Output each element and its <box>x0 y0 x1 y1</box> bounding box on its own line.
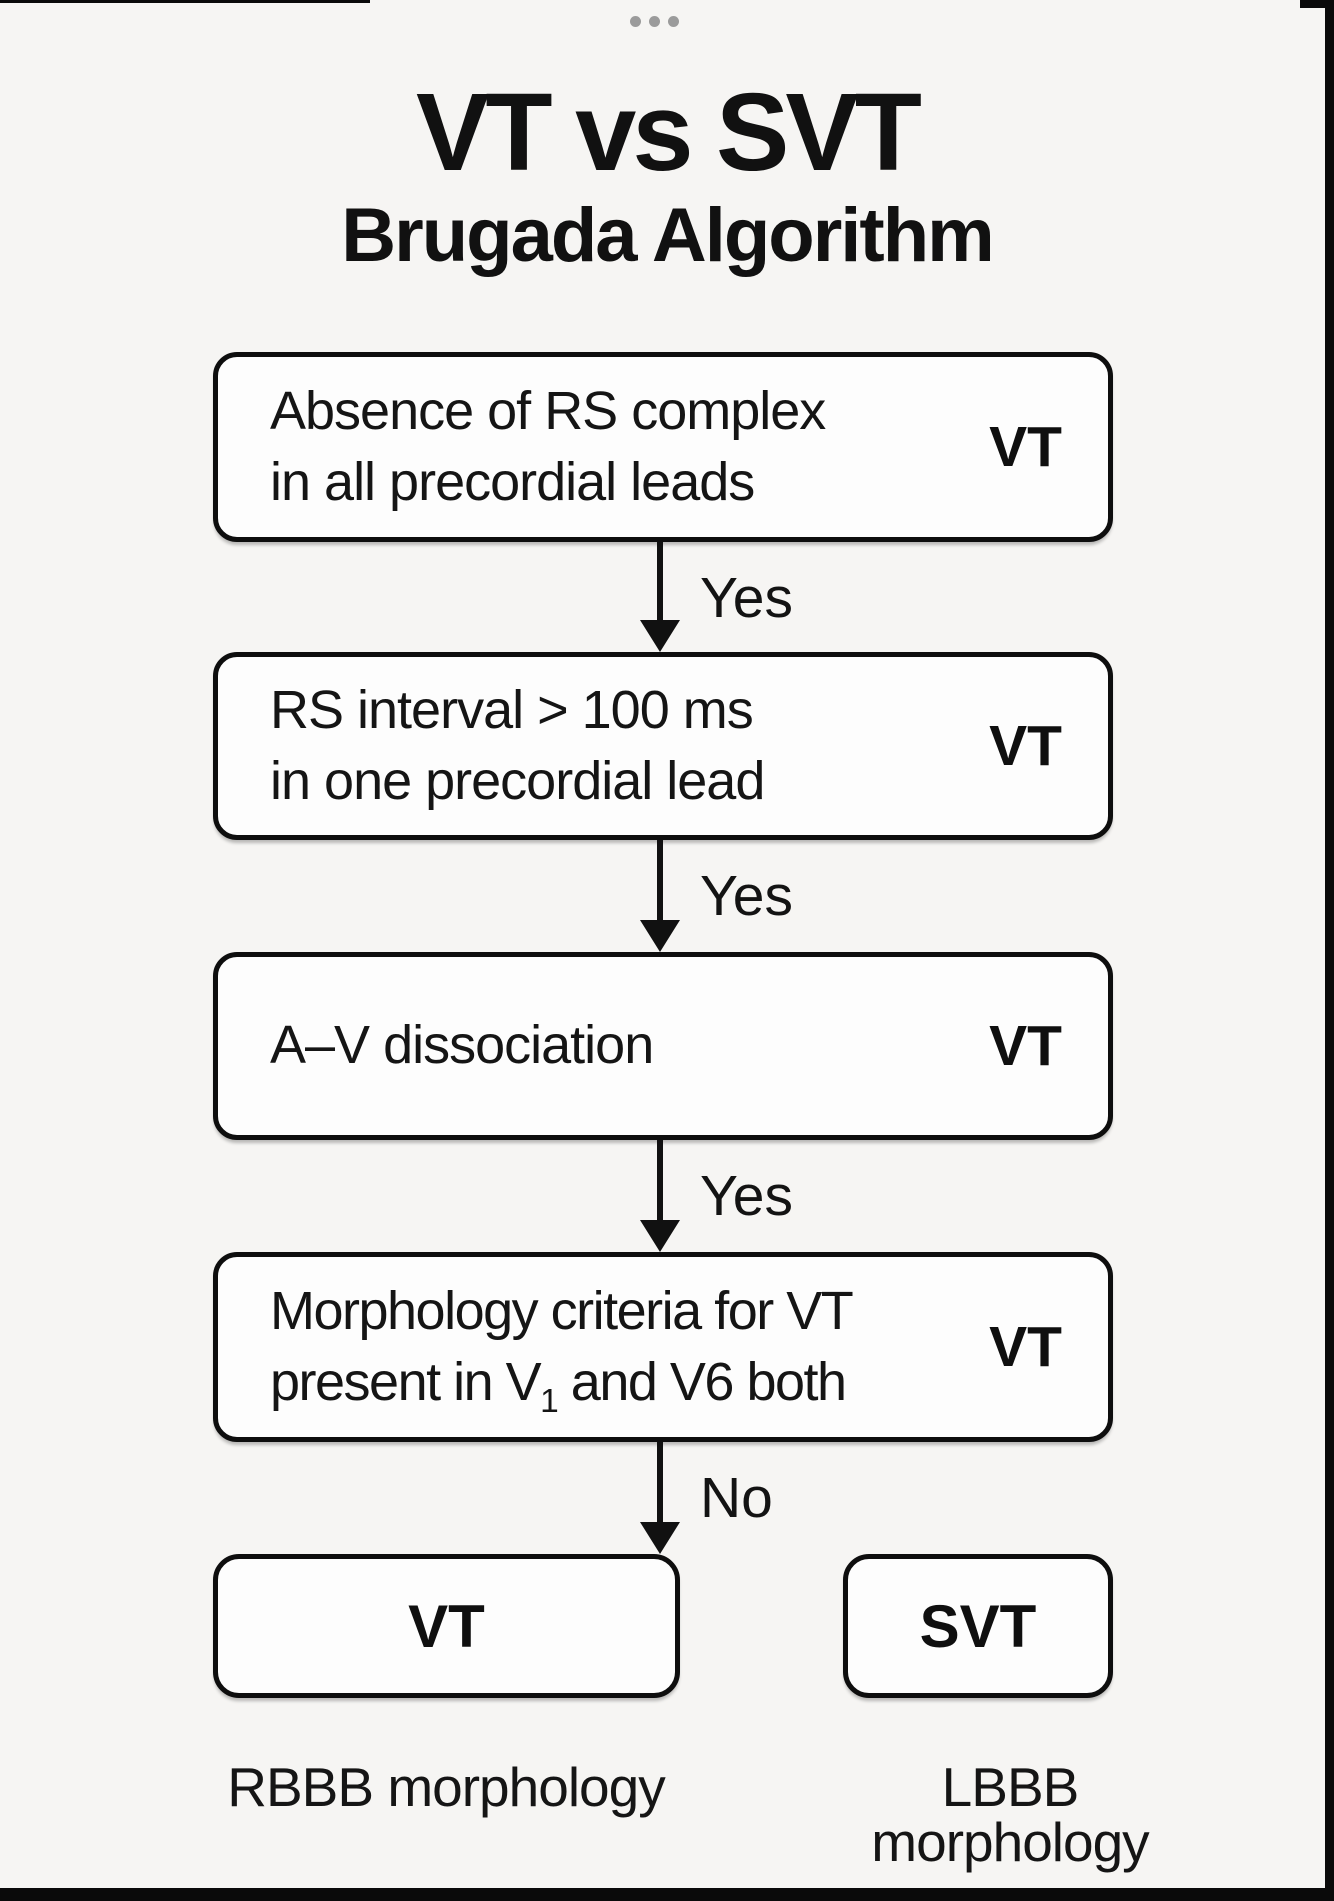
caption-lbbb-morphology: LBBB morphology <box>871 1756 1149 1873</box>
down-arrow-head-icon <box>640 620 680 652</box>
step-text: Morphology criteria for VT present in V1… <box>270 1280 854 1420</box>
down-arrow-head-icon <box>640 920 680 952</box>
decision-box-av-dissociation: A–V dissociation VT <box>213 952 1113 1140</box>
page-subtitle: Brugada Algorithm <box>341 193 994 278</box>
step-text: RS interval > 100 ms in one precordial l… <box>270 679 765 811</box>
vt-result-label: VT <box>989 1315 1062 1379</box>
outcome-label: SVT <box>919 1592 1037 1660</box>
vt-result-label: VT <box>989 714 1062 778</box>
photo-border-bottom <box>0 1888 1334 1901</box>
connector-label: Yes <box>700 864 793 928</box>
down-arrow-head-icon <box>640 1220 680 1252</box>
page-title: VT vs SVT <box>416 71 922 194</box>
connector-label: Yes <box>700 566 793 630</box>
photo-border-top-left <box>0 0 370 3</box>
down-arrow-line <box>657 1140 663 1224</box>
photo-border-top-right <box>1300 0 1334 8</box>
step-text: Absence of RS complex in all precordial … <box>270 380 826 512</box>
dot <box>668 16 679 27</box>
connector-label: No <box>700 1466 773 1530</box>
dot <box>630 16 641 27</box>
vt-result-label: VT <box>989 415 1062 479</box>
outcome-box-vt: VT <box>213 1554 680 1698</box>
down-arrow-line <box>657 840 663 924</box>
step-text: A–V dissociation <box>270 1015 654 1076</box>
down-arrow-head-icon <box>640 1522 680 1554</box>
outcome-label: VT <box>408 1592 485 1660</box>
more-options-icon[interactable] <box>630 16 679 27</box>
decision-box-rs-interval: RS interval > 100 ms in one precordial l… <box>213 652 1113 840</box>
caption-rbbb-morphology: RBBB morphology <box>227 1756 665 1818</box>
decision-box-absence-rs: Absence of RS complex in all precordial … <box>213 352 1113 542</box>
down-arrow-line <box>657 1442 663 1526</box>
dot <box>649 16 660 27</box>
connector-label: Yes <box>700 1164 793 1228</box>
down-arrow-line <box>657 542 663 626</box>
photo-border-right <box>1325 0 1334 1901</box>
decision-box-morphology: Morphology criteria for VT present in V1… <box>213 1252 1113 1442</box>
vt-result-label: VT <box>989 1014 1062 1078</box>
outcome-box-svt: SVT <box>843 1554 1113 1698</box>
